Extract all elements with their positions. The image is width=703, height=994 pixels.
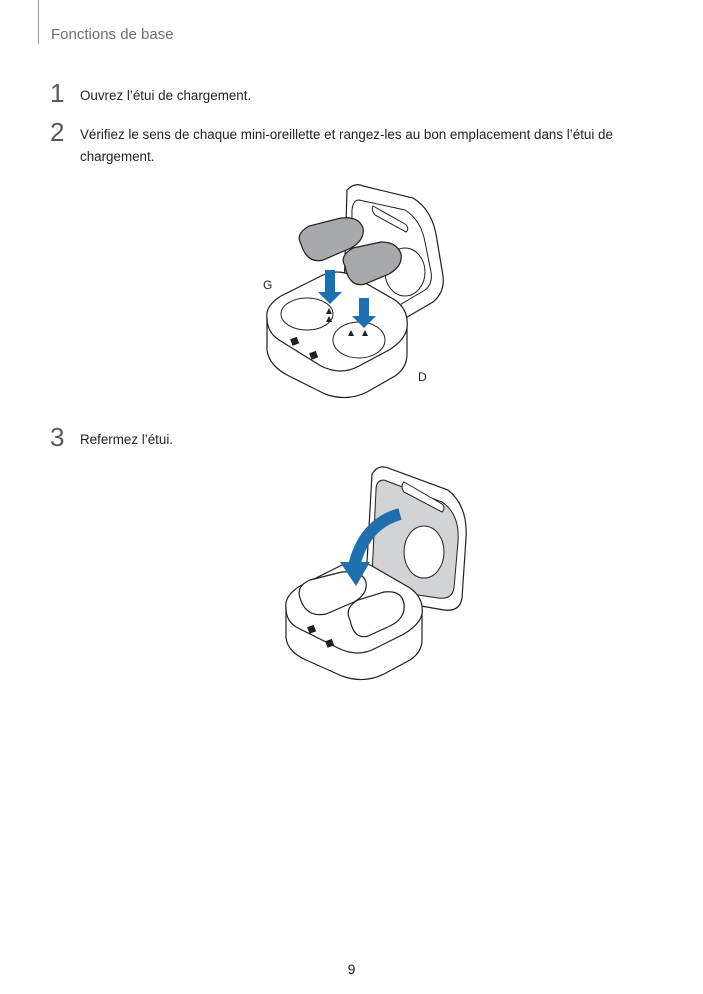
page-number: 9 (347, 961, 356, 977)
step-text: Ouvrez l’étui de chargement. (80, 88, 252, 103)
step-number: 1 (50, 78, 65, 108)
charging-case-closing-illustration (285, 466, 467, 681)
header-rule (38, 0, 39, 44)
earbuds-insert-illustration (255, 180, 455, 400)
section-title: Fonctions de base (51, 26, 174, 43)
step-number: 3 (50, 422, 65, 452)
case-closing-illustration (280, 462, 470, 687)
step-number: 2 (50, 117, 65, 147)
left-earbud-label: G (263, 278, 273, 292)
step-text: Refermez l’étui. (80, 432, 174, 447)
charging-case-open-illustration (266, 184, 444, 399)
right-earbud-label: D (418, 370, 427, 384)
step-text: Vérifiez le sens de chaque mini-oreillet… (80, 127, 613, 164)
